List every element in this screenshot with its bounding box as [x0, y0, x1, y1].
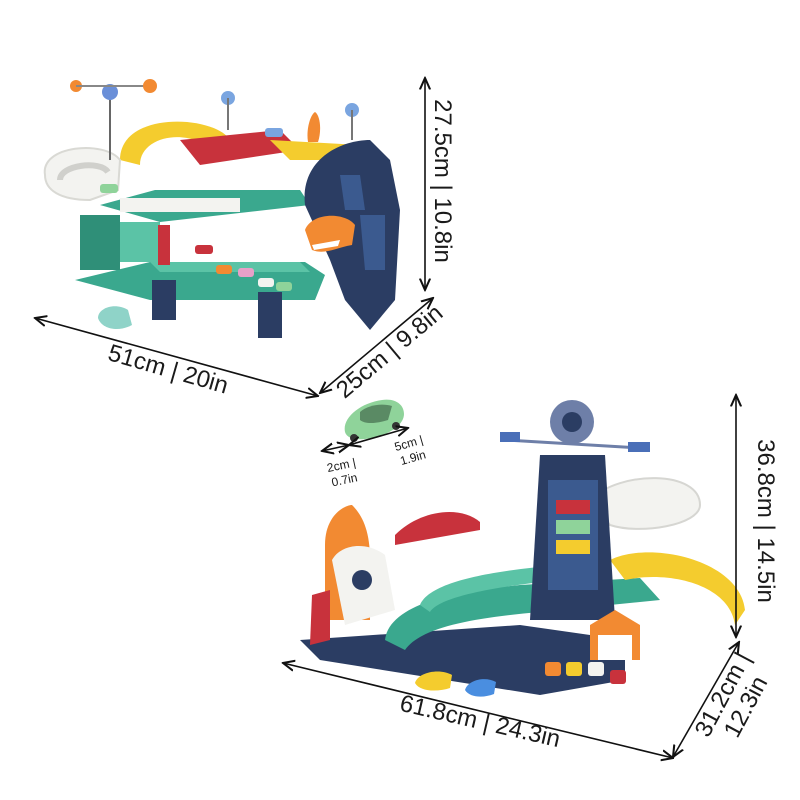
dino-height-label: 27.5cm | 10.8in: [429, 99, 456, 263]
dino-width-arrow: [35, 318, 318, 396]
space-track-playset: [300, 400, 745, 697]
dino-depth-arrow: [320, 298, 433, 393]
toy-car-illustration: [344, 399, 404, 442]
dinosaur-track-playset: [43, 79, 400, 338]
car-width-arrow: [322, 445, 349, 451]
car-length-arrow: [349, 428, 408, 445]
space-width-arrow: [283, 663, 673, 758]
space-depth-arrow: [673, 642, 739, 757]
space-height-label: 36.8cm | 14.5in: [752, 439, 779, 603]
